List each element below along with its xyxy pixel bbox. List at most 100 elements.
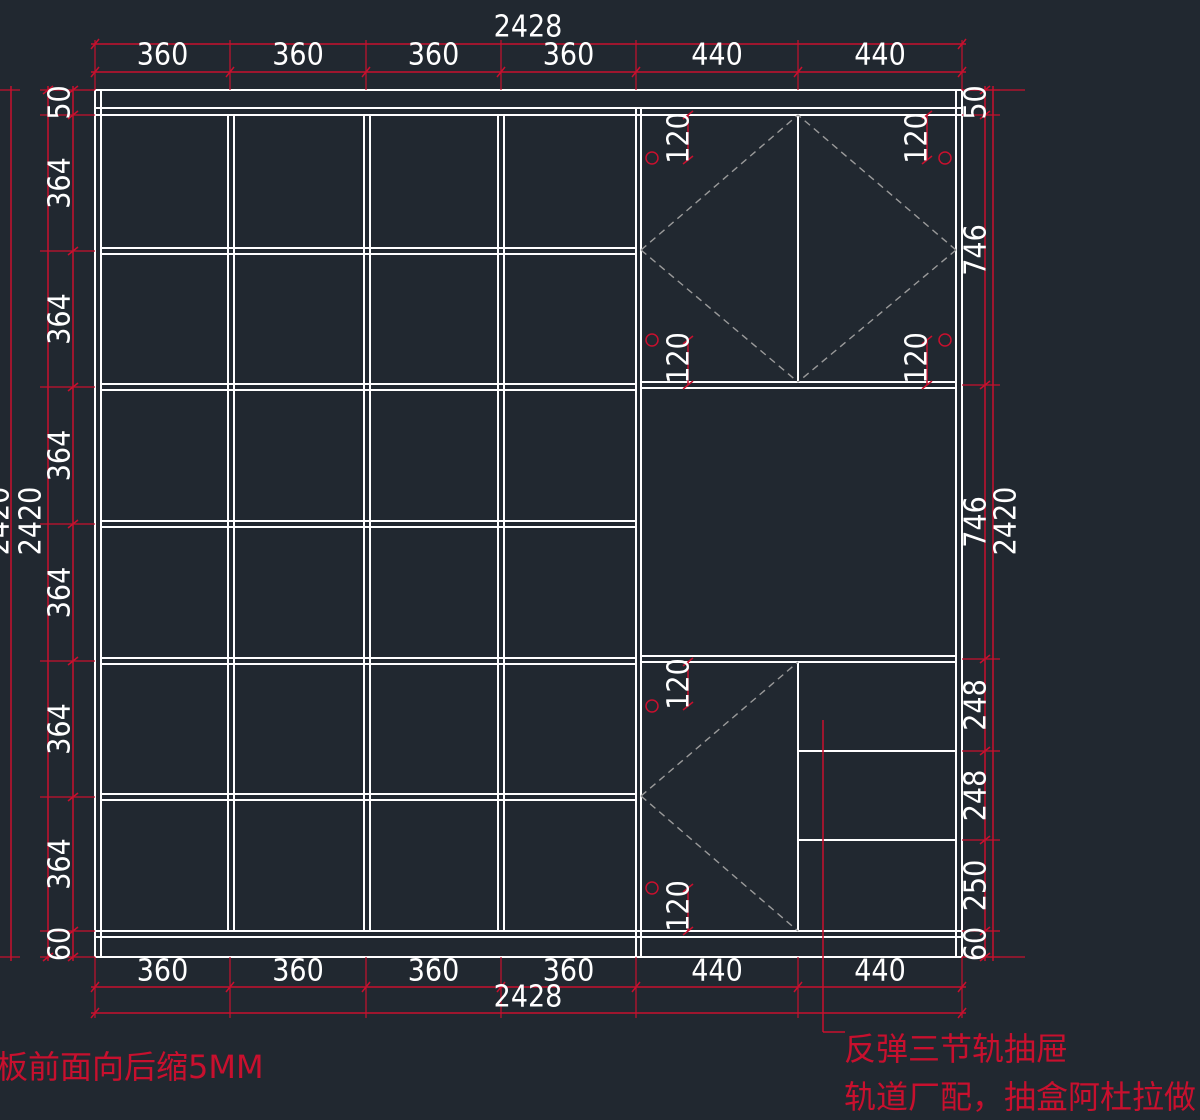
dim-tick — [682, 883, 694, 893]
hole-marker — [645, 151, 659, 165]
right-dim-label-6: 250 — [959, 860, 994, 912]
top-dim-label-5: 440 — [691, 38, 743, 73]
dim-tick — [921, 335, 933, 345]
dim-tick — [67, 926, 79, 936]
dim-tick — [957, 1007, 967, 1019]
swing-upper-right-b — [797, 249, 957, 383]
left-dim-label-3: 364 — [43, 293, 78, 345]
dim-tick — [682, 110, 694, 120]
right-dim-label-5: 248 — [959, 770, 994, 822]
left-note: 板前面向后缩5MM — [0, 1048, 264, 1086]
hole-dim-label-5: 120 — [662, 658, 697, 710]
top-dim-label-6: 440 — [854, 38, 906, 73]
swing-upper-right-a — [797, 114, 957, 251]
dim-tick — [496, 981, 506, 993]
left-partial-label: 2420 — [0, 487, 17, 556]
left-dim-label-2: 364 — [43, 157, 78, 209]
hole-dim-label-4: 120 — [900, 332, 935, 384]
left-dim-label-4: 364 — [43, 430, 78, 482]
dim-tick — [682, 380, 694, 390]
dim-tick — [90, 1007, 100, 1019]
dim-tick — [682, 701, 694, 711]
bottom-overall-label: 2428 — [494, 980, 563, 1015]
dim-tick — [682, 657, 694, 667]
hole-marker — [645, 699, 659, 713]
dim-tick — [793, 66, 803, 78]
right-dim-label-2: 746 — [959, 224, 994, 276]
dim-tick — [682, 155, 694, 165]
dim-tick — [67, 792, 79, 802]
dim-tick — [631, 981, 641, 993]
bottom-dim-label-2: 360 — [272, 954, 324, 989]
bottom-dim-label-5: 440 — [691, 954, 743, 989]
left-dim-label-1: 50 — [43, 85, 78, 119]
dim-tick — [496, 66, 506, 78]
dim-tick — [957, 66, 967, 78]
top-dim-label-2: 360 — [272, 38, 324, 73]
bottom-dim-label-3: 360 — [408, 954, 460, 989]
top-overall-label: 2428 — [494, 10, 563, 45]
hole-marker — [645, 881, 659, 895]
right-overall-label: 2420 — [989, 487, 1024, 556]
hole-dim-label-3: 120 — [662, 332, 697, 384]
right-dim-label-1: 50 — [959, 85, 994, 119]
dim-tick — [67, 382, 79, 392]
hole-marker — [938, 333, 952, 347]
dim-tick — [67, 85, 79, 95]
dim-tick — [42, 85, 54, 95]
top-dim-label-4: 360 — [543, 38, 595, 73]
dim-tick — [921, 110, 933, 120]
dim-tick — [921, 380, 933, 390]
dim-tick — [42, 952, 54, 962]
left-dim-label-8: 60 — [43, 927, 78, 961]
dim-tick — [631, 66, 641, 78]
bottom-dim-label-1: 360 — [137, 954, 189, 989]
dim-tick — [957, 38, 967, 50]
dim-tick — [979, 654, 991, 664]
hole-marker — [645, 333, 659, 347]
dim-tick — [90, 66, 100, 78]
cabinet-panels — [94, 89, 963, 958]
swing-upper-left-b — [640, 249, 799, 383]
dim-tick — [921, 155, 933, 165]
dim-tick — [67, 656, 79, 666]
dim-tick — [979, 746, 991, 756]
left-dim-label-6: 364 — [43, 703, 78, 755]
left-overall-label: 2420 — [14, 487, 49, 556]
hole-marker — [938, 151, 952, 165]
dimension-lines — [0, 38, 1025, 1033]
dim-tick — [67, 519, 79, 529]
dim-tick — [793, 981, 803, 993]
drawer-note-line-1: 反弹三节轨抽屉 — [844, 1030, 1069, 1068]
right-dim-label-7: 60 — [959, 927, 994, 961]
dim-tick — [957, 981, 967, 993]
drawer-note-line-2: 轨道厂配，抽盒阿杜拉做 — [844, 1078, 1197, 1116]
dim-tick — [979, 835, 991, 845]
dim-tick — [979, 380, 991, 390]
door-swing-lines — [640, 114, 957, 932]
dim-tick — [682, 926, 694, 936]
dim-tick — [67, 110, 79, 120]
right-dim-label-4: 248 — [959, 679, 994, 731]
dim-tick — [979, 110, 991, 120]
dim-tick — [67, 952, 79, 962]
hole-dim-label-1: 120 — [662, 112, 697, 164]
top-dim-label-1: 360 — [137, 38, 189, 73]
top-dim-label-3: 360 — [408, 38, 460, 73]
left-dim-label-5: 364 — [43, 567, 78, 619]
dim-tick — [67, 246, 79, 256]
dim-tick — [225, 981, 235, 993]
hole-dim-label-2: 120 — [900, 112, 935, 164]
dim-tick — [682, 335, 694, 345]
bottom-dim-label-4: 360 — [543, 954, 595, 989]
dim-tick — [90, 38, 100, 50]
hole-dim-label-6: 120 — [662, 880, 697, 932]
dim-tick — [361, 66, 371, 78]
dim-tick — [90, 981, 100, 993]
dim-tick — [979, 926, 991, 936]
dim-tick — [225, 66, 235, 78]
left-dim-label-7: 364 — [43, 838, 78, 890]
dim-tick — [361, 981, 371, 993]
